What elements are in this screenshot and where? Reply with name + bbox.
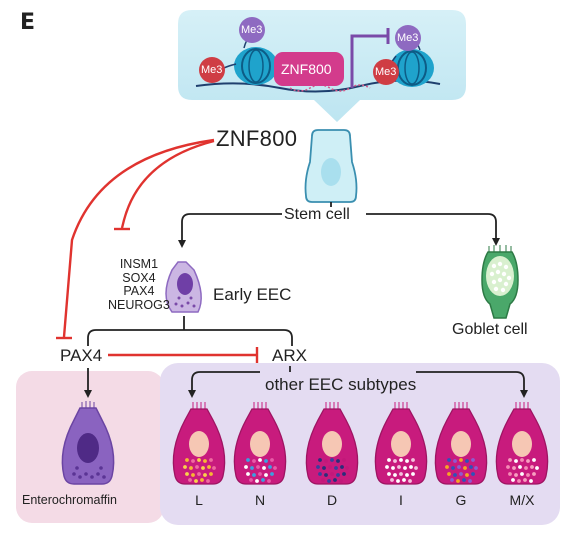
early-eec-cell xyxy=(165,261,202,313)
eec-cell-m-x xyxy=(495,402,549,485)
me3-label-left-side: Me3 xyxy=(201,64,223,76)
me3-label-right-side: Me3 xyxy=(375,66,397,78)
nucleosome-panel xyxy=(178,10,466,122)
arx-label: ARX xyxy=(272,346,307,365)
stem-cell xyxy=(304,129,358,203)
eec-cell-d xyxy=(305,402,359,485)
eec-cell-l xyxy=(172,402,226,485)
panel-letter: E xyxy=(20,10,36,35)
subtype-label: I xyxy=(399,492,403,508)
me3-label-right-top: Me3 xyxy=(397,32,419,44)
me3-label-left-top: Me3 xyxy=(241,24,263,36)
enterochromaffin-label: Enterochromaffin xyxy=(22,493,117,507)
subtype-label: N xyxy=(254,492,266,508)
pax4-inhibits-arx xyxy=(108,347,259,363)
arx-to-subtypes-arrows xyxy=(188,366,528,398)
target-gene: NEUROG3 xyxy=(108,297,170,312)
subtype-label: D xyxy=(326,492,338,508)
subtype-label: M/X xyxy=(509,492,535,508)
znf800-regulator-label: ZNF800 xyxy=(216,126,298,151)
znf800-inhibition-lines xyxy=(56,138,215,340)
eec-cell-i xyxy=(374,402,428,485)
subtype-label: L xyxy=(195,492,203,508)
left-nucleosome xyxy=(234,47,278,85)
subtype-label: G xyxy=(455,492,467,508)
enterochromaffin-cell xyxy=(61,401,115,485)
other-eec-subtypes-label: other EEC subtypes xyxy=(262,376,420,393)
eec-cell-n xyxy=(233,402,287,485)
goblet-cell-label: Goblet cell xyxy=(452,321,528,338)
early-eec-branches xyxy=(87,316,293,346)
me3-red-left-mark xyxy=(199,57,225,83)
eec-subtype-cells xyxy=(172,402,549,485)
me3-purple-left-mark xyxy=(239,17,265,43)
target-gene: PAX4 xyxy=(123,284,155,298)
znf800-box-label: ZNF800 xyxy=(281,61,332,77)
me3-purple-right-mark xyxy=(395,25,421,51)
early-eec-label: Early EEC xyxy=(213,285,292,304)
me3-red-right-mark xyxy=(373,59,399,85)
eec-cell-g xyxy=(434,402,488,485)
znf800-target-genes: INSM1 SOX4 PAX4 NEUROG3 xyxy=(108,257,170,312)
stem-cell-label: Stem cell xyxy=(282,206,352,223)
target-gene: INSM1 xyxy=(119,257,159,271)
target-gene: SOX4 xyxy=(122,270,156,285)
znf800-protein-box xyxy=(274,52,344,86)
pax4-label: PAX4 xyxy=(60,346,103,365)
goblet-cell xyxy=(481,245,519,319)
